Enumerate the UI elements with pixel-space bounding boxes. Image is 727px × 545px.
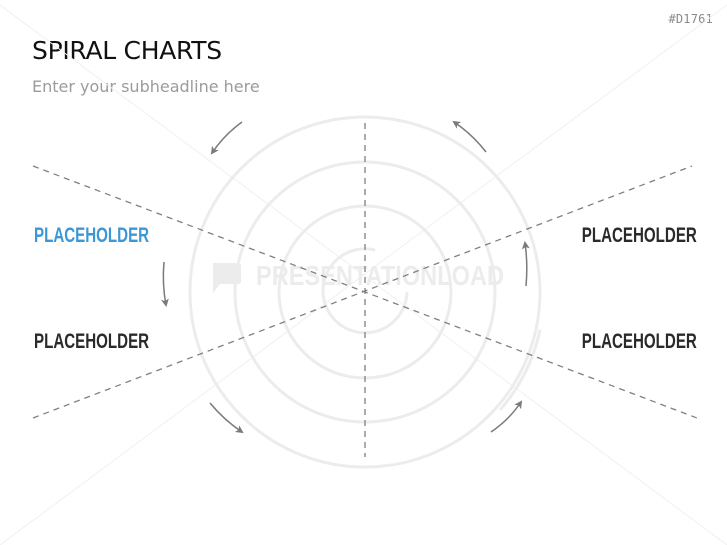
label-bottom-right[interactable]: PLACEHOLDER xyxy=(581,330,697,353)
watermark-text: PRESENTATIONLOAD xyxy=(256,260,504,291)
slide-subtitle: Enter your subheadline here xyxy=(32,77,260,96)
label-top-left[interactable]: PLACEHOLDER xyxy=(34,224,150,247)
arrow-bottom-right-icon xyxy=(490,400,523,433)
slide-code: #D1761 xyxy=(668,12,713,26)
arrow-top-right-icon xyxy=(452,120,487,153)
label-top-right[interactable]: PLACEHOLDER xyxy=(581,224,697,247)
arrow-top-left-icon xyxy=(210,121,243,155)
cycle-arrows xyxy=(160,120,530,434)
diagonal-axis-down xyxy=(32,165,698,419)
arrow-left-icon xyxy=(160,261,169,307)
arrow-bottom-left-icon xyxy=(209,402,244,434)
label-bottom-left[interactable]: PLACEHOLDER xyxy=(34,330,150,353)
slide-title: SPIRAL CHARTS xyxy=(32,36,222,65)
diagonal-axis-up xyxy=(32,165,693,419)
dashed-axes xyxy=(32,123,698,457)
arrow-right-icon xyxy=(521,241,530,287)
watermark: PRESENTATIONLOAD xyxy=(0,4,727,545)
